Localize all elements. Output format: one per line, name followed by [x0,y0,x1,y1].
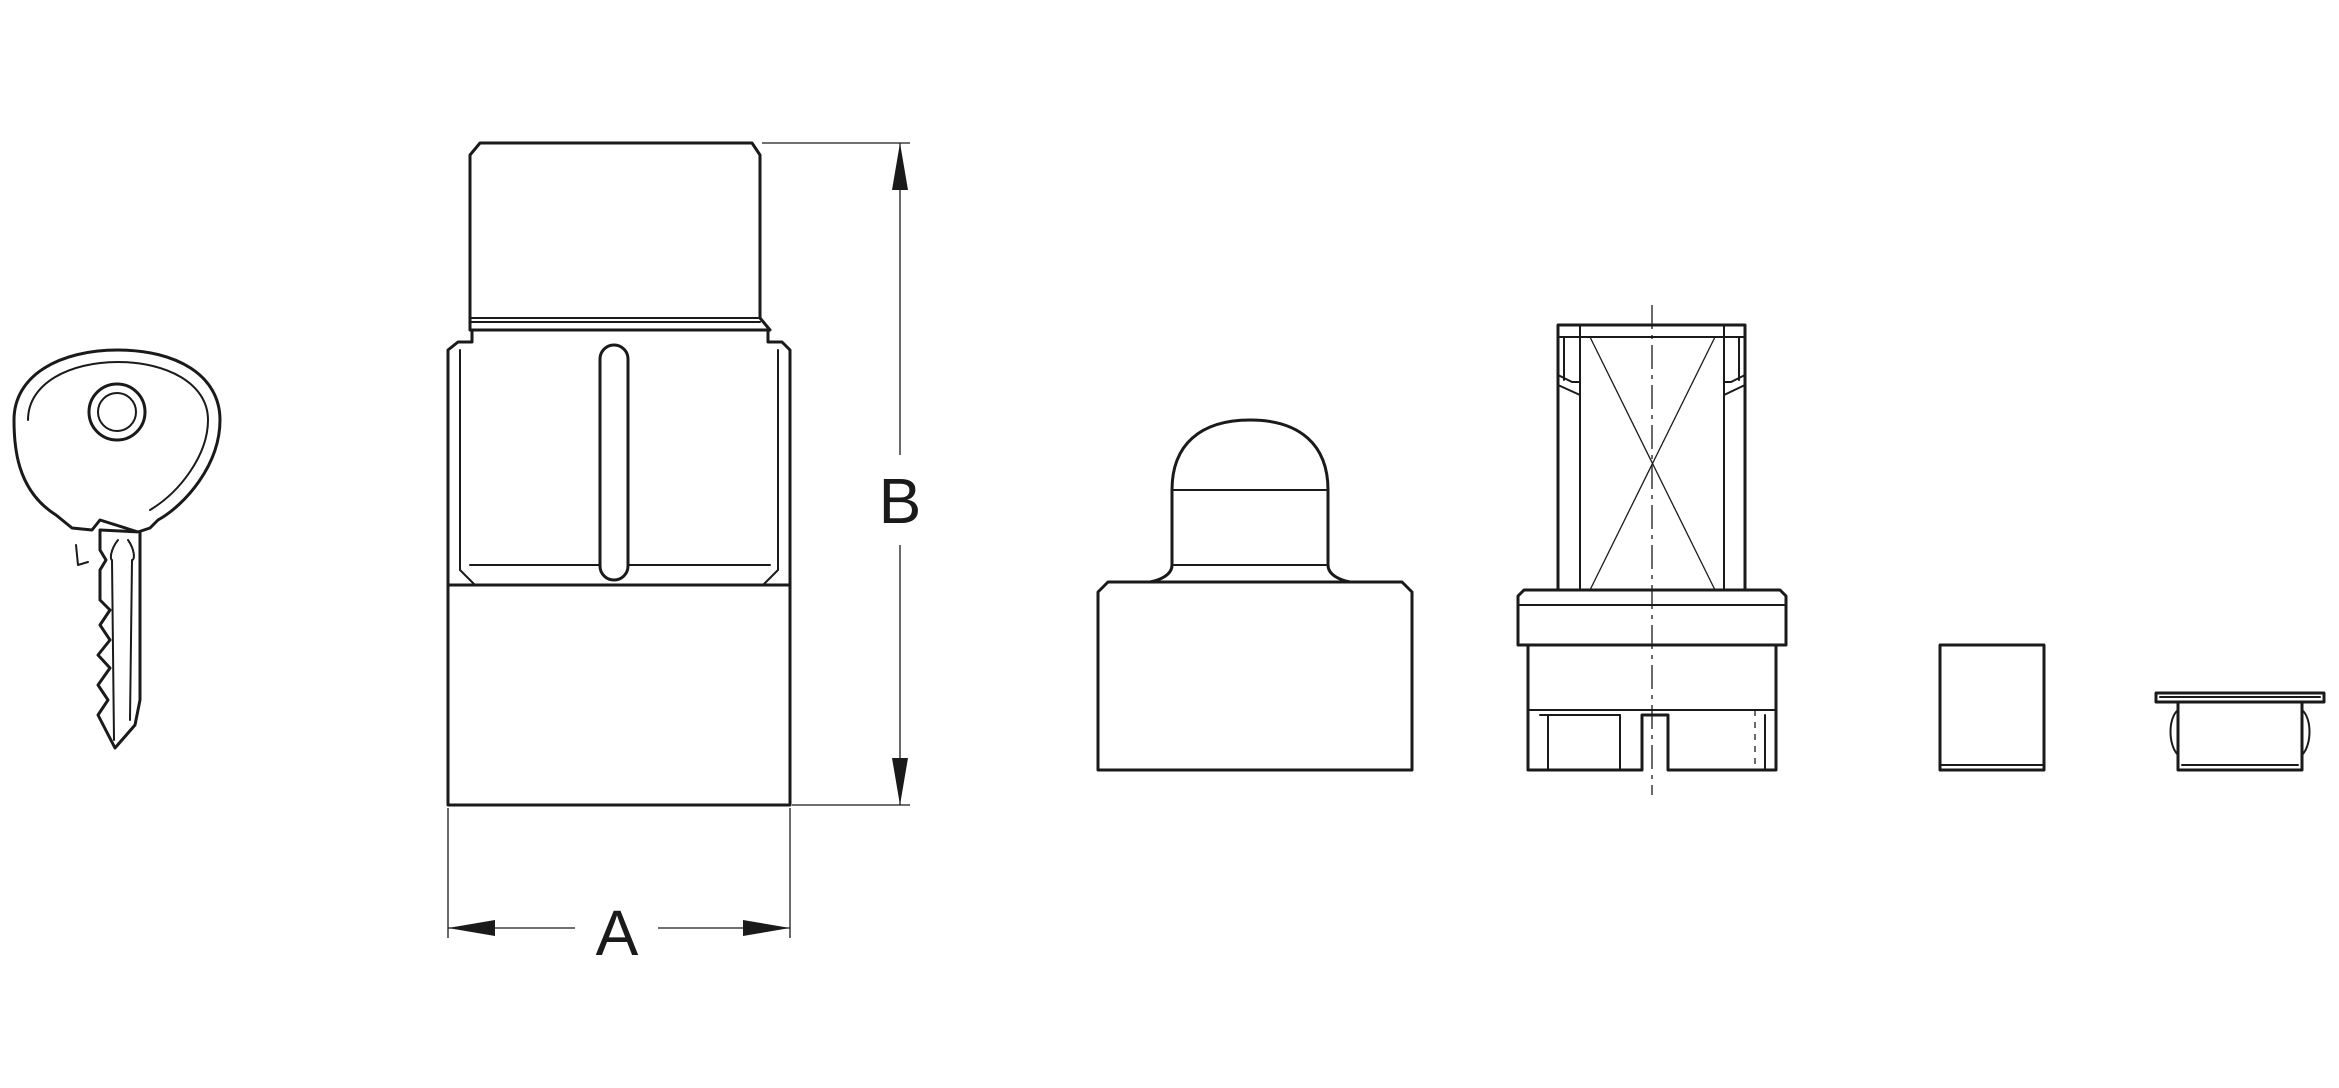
dimension-a: A [447,808,791,969]
dimension-b: B [762,142,922,806]
dust-cap [2154,691,2326,772]
dimension-b-label: B [879,465,922,537]
lock-cylinder-assembly [446,141,792,807]
dimension-a-label: A [596,897,639,969]
lock-body-cutaway [1516,305,1788,795]
spacer-sleeve [1938,643,2046,772]
key-icon [12,348,222,750]
cap-nut [1096,418,1414,772]
